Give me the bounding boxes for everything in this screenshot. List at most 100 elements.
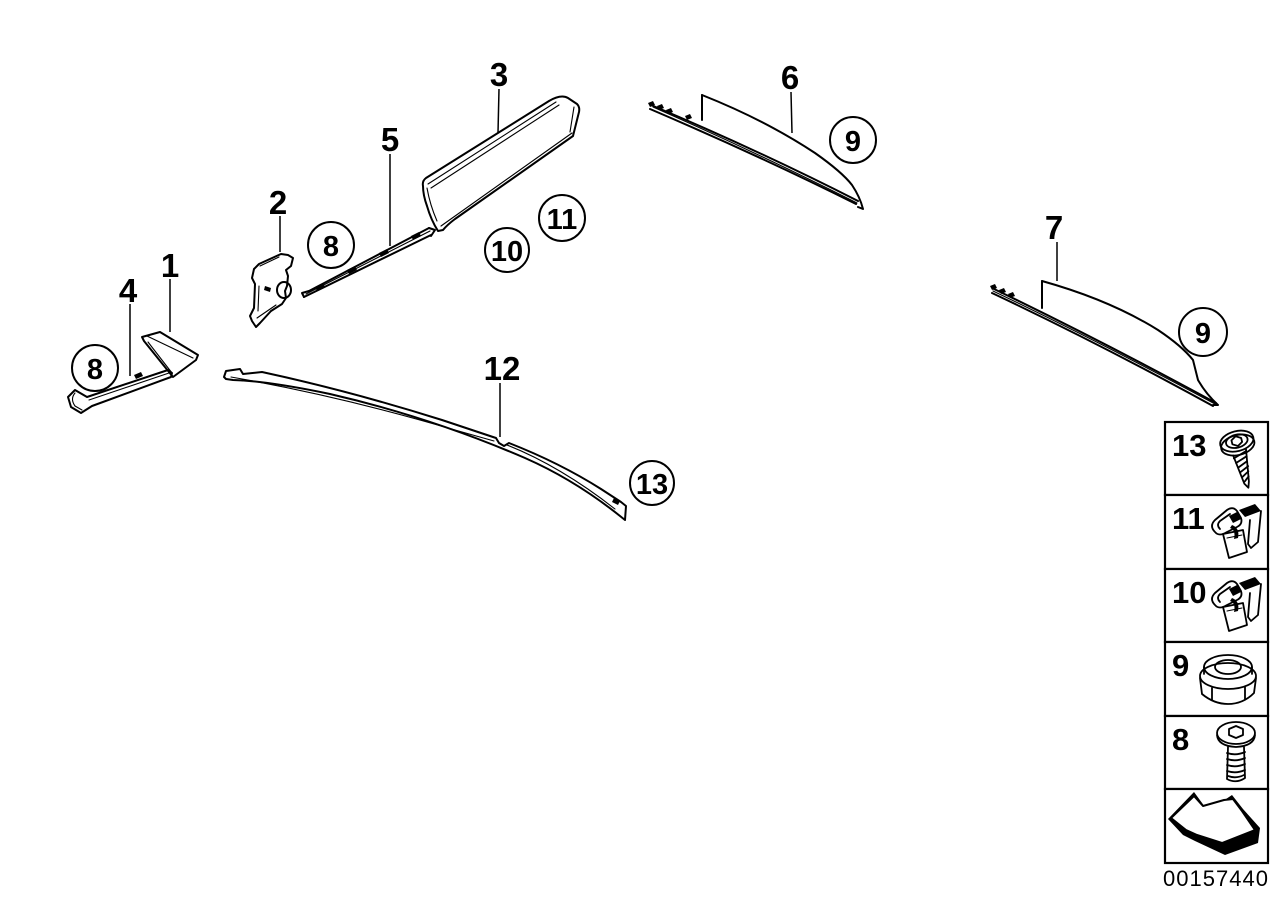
callout-circle[interactable] [829, 116, 877, 164]
part-7-rail-bottom [991, 292, 1214, 407]
part-12-drawing [223, 368, 627, 521]
part-4-outline [67, 369, 173, 414]
direction-arrow-icon [1168, 792, 1260, 855]
callout-circle[interactable] [484, 227, 530, 273]
callout-number: 9 [845, 126, 861, 158]
fastener-callout-8-mid[interactable]: 8 [307, 221, 355, 269]
part-5-stud-4 [411, 232, 421, 240]
callout-label-12[interactable]: 12 [484, 350, 521, 387]
document-number: 00157440 [1163, 866, 1269, 891]
legend-row-8-box[interactable] [1163, 714, 1270, 791]
part-6-flange-top [701, 94, 864, 210]
fastener-callout-9-left[interactable]: 9 [829, 116, 877, 164]
part-3-bottom-inner [440, 132, 573, 227]
callout-circle[interactable] [538, 194, 586, 242]
part-2-outline [249, 253, 294, 328]
part-5-drawing [301, 227, 436, 298]
part-4-inner-line [88, 372, 170, 401]
spring-clip-icon [1211, 577, 1262, 632]
callout-number: 11 [547, 204, 578, 236]
callout-number: 9 [1195, 318, 1211, 350]
part-12-outline [223, 368, 627, 521]
part-2-clip-stud [264, 286, 271, 292]
callout-label-7[interactable]: 7 [1045, 209, 1063, 246]
part-1-drawing [141, 331, 199, 378]
part-6-rail-bottom [649, 108, 857, 205]
leader-6 [790, 91, 793, 134]
callout-number: 10 [491, 236, 523, 268]
part-1-inner-line [146, 335, 194, 359]
legend-label-10: 10 [1172, 575, 1206, 610]
spring-clip-icon [1211, 504, 1262, 559]
part-12-clip-stud [612, 498, 620, 505]
part-2-hole [276, 281, 292, 299]
part-7-end-stud-1 [990, 284, 997, 290]
part-12-inner-line2 [506, 444, 616, 510]
part-12-inner-line1 [230, 376, 495, 442]
legend-label-11: 11 [1172, 501, 1205, 536]
legend-label-9: 9 [1172, 648, 1189, 683]
callout-circle[interactable] [1178, 307, 1228, 357]
part-3-outline [421, 95, 581, 232]
part-3-top-inner1 [427, 101, 557, 185]
part-6-end-stud-2 [657, 104, 664, 110]
part-2-inner-left [257, 285, 260, 312]
callout-circle[interactable] [307, 221, 355, 269]
part-3-drawing [421, 95, 581, 232]
part-6-rail-inner [652, 106, 858, 204]
tapping-screw-icon [1219, 429, 1256, 489]
part-1-inner-line2 [147, 341, 173, 374]
fastener-callout-13[interactable]: 13 [629, 460, 675, 506]
part-6-end-stud-4 [685, 114, 692, 120]
part-4-clip-stud [134, 372, 143, 379]
button-head-screw-icon [1216, 721, 1256, 783]
callout-circle[interactable] [71, 344, 119, 392]
callout-label-4[interactable]: 4 [119, 272, 138, 309]
callout-label-1[interactable]: 1 [161, 247, 179, 284]
part-1-outline [141, 331, 199, 378]
callout-number: 13 [636, 469, 668, 501]
part-3-right-inner [569, 106, 575, 133]
part-5-stud-3 [379, 249, 389, 257]
callout-label-5[interactable]: 5 [381, 121, 399, 158]
fastener-legend: 13 11 10 9 8 [1163, 420, 1270, 865]
part-5-left-cap [301, 290, 310, 298]
part-7-flange-top [1041, 280, 1219, 406]
part-7-end-stud-2 [999, 288, 1006, 294]
fastener-callout-11[interactable]: 11 [538, 194, 586, 242]
fastener-callout-8-left[interactable]: 8 [71, 344, 119, 392]
part-5-bottom-edge [303, 234, 432, 298]
legend-label-13: 13 [1172, 428, 1206, 463]
part-4-curl-line [71, 392, 83, 411]
part-3-top-inner2 [430, 104, 560, 189]
callout-label-6[interactable]: 6 [781, 59, 799, 96]
part-6-end-stud-3 [666, 108, 673, 114]
part-7-rail-top [993, 288, 1217, 404]
part-6-end-stud-1 [648, 101, 655, 107]
part-5-mid-line [305, 230, 431, 295]
part-2-inner-bottom [256, 304, 277, 319]
part-2-drawing [249, 253, 294, 328]
part-6-drawing [648, 94, 864, 210]
fastener-callout-10[interactable]: 10 [484, 227, 530, 273]
legend-label-8: 8 [1172, 722, 1189, 757]
part-2-inner-top [259, 256, 280, 267]
part-3-left-inner [426, 187, 438, 222]
part-5-right-hook [428, 227, 436, 237]
part-5-top-edge [308, 227, 430, 292]
legend-row-9-box[interactable] [1163, 640, 1270, 718]
fastener-callout-9-right[interactable]: 9 [1178, 307, 1228, 357]
callout-number: 8 [87, 354, 103, 386]
part-7-rail-inner [992, 290, 1216, 405]
leader-3 [497, 88, 500, 134]
part-6-rail-top [650, 104, 859, 202]
callout-label-3[interactable]: 3 [490, 56, 508, 93]
part-5-stud-2 [347, 266, 357, 274]
callout-number: 8 [323, 231, 339, 263]
lock-nut-icon [1199, 654, 1257, 705]
part-7-drawing [990, 280, 1219, 407]
part-4-drawing [67, 369, 173, 414]
callout-circle[interactable] [629, 460, 675, 506]
callout-label-2[interactable]: 2 [269, 184, 287, 221]
